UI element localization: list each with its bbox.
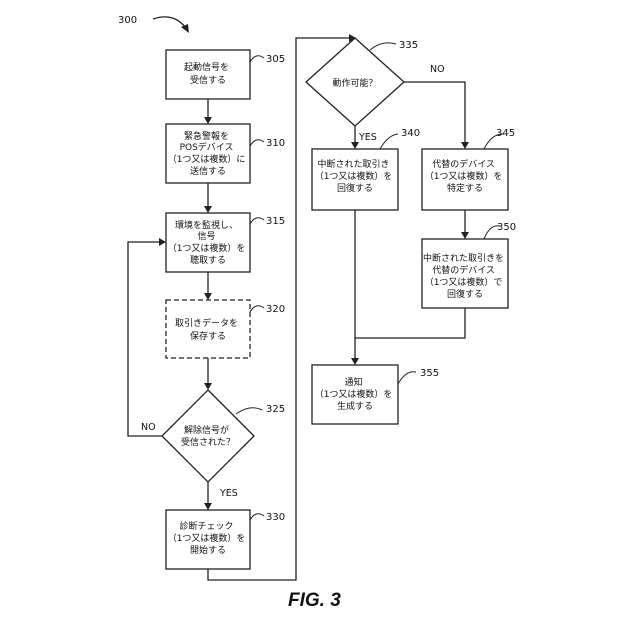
ref-335: 335 [399, 40, 418, 51]
ref-335-leader [370, 43, 396, 50]
ref-315-leader [250, 218, 264, 224]
arrowhead-350 [461, 232, 469, 239]
arrowhead-315 [204, 206, 212, 213]
step-305-box [166, 50, 250, 99]
ref-305-leader [250, 56, 264, 62]
ref-320-leader [250, 306, 264, 312]
figure-number-arrowhead [181, 24, 189, 33]
arrowhead-345 [461, 142, 469, 149]
label-335-yes: YES [358, 132, 377, 143]
ref-325-leader [236, 408, 262, 414]
arrowhead-330 [204, 503, 212, 510]
ref-330: 330 [266, 512, 285, 523]
connector-350-merge [355, 308, 465, 338]
decision-325-diamond [162, 390, 254, 482]
step-320-store-transaction-data: 取引きデータを 保存する [166, 300, 250, 358]
ref-305: 305 [266, 54, 285, 65]
decision-335-text: 動作可能？ [332, 77, 377, 89]
decision-335-operable: 動作可能？ [306, 38, 404, 126]
step-330-start-diagnostic-check: 診断チェック （1つ又は複数）を 開始する [166, 510, 250, 569]
arrowhead-340 [351, 142, 359, 149]
decision-325-release-signal-received: 解除信号が 受信された？ [162, 390, 254, 482]
arrowhead-310 [204, 117, 212, 124]
figure-number-arrow [153, 17, 186, 28]
ref-315: 315 [266, 216, 285, 227]
ref-345: 345 [496, 128, 515, 139]
ref-355-leader [398, 372, 416, 384]
arrowhead-320 [204, 293, 212, 300]
ref-340-leader [380, 134, 398, 149]
ref-355: 355 [420, 368, 439, 379]
ref-325: 325 [266, 404, 285, 415]
step-350-recover-on-alternate-device: 中断された取引きを 代替のデバイス （1つ又は複数）で 回復する [422, 239, 508, 308]
step-355-generate-notifications: 通知 （1つ又は複数）を 生成する [312, 365, 398, 424]
ref-310: 310 [266, 138, 285, 149]
ref-330-leader [250, 514, 264, 520]
ref-340: 340 [401, 128, 420, 139]
label-335-no: NO [430, 64, 445, 75]
figure-number: 300 [118, 15, 137, 26]
label-325-no: NO [141, 422, 156, 433]
step-315-monitor-environment: 環境を監視し、 信号 （1つ又は複数）を 聴取する [166, 213, 250, 272]
step-345-identify-alternate-device: 代替のデバイス （1つ又は複数）を 特定する [422, 149, 508, 210]
arrowhead-325 [204, 383, 212, 390]
ref-350: 350 [497, 222, 516, 233]
loop-325-no-to-315 [128, 242, 162, 436]
arrowhead-loop-315 [159, 238, 166, 246]
ref-310-leader [250, 140, 264, 146]
step-320-box [166, 300, 250, 358]
figure-caption: FIG. 3 [288, 590, 341, 611]
ref-320: 320 [266, 304, 285, 315]
step-305-receive-start-signal: 起動信号を 受信する [166, 50, 250, 99]
arrowhead-355 [351, 358, 359, 365]
label-325-yes: YES [219, 488, 238, 499]
step-310-send-emergency-alert: 緊急警報を POSデバイス （1つ又は複数）に 送信する [166, 124, 250, 183]
step-340-recover-interrupted-transactions: 中断された取引き （1つ又は複数）を 回復する [312, 149, 398, 210]
